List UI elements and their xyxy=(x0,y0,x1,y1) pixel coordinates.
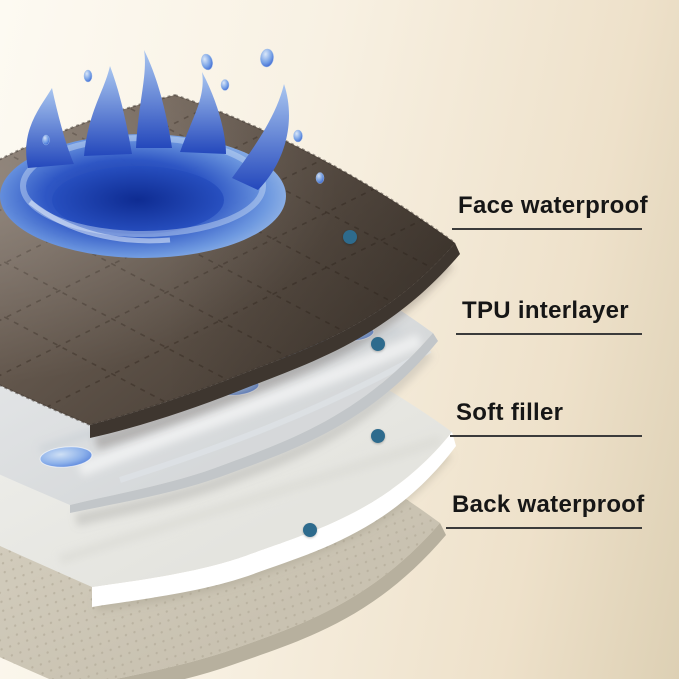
callout-dot-back-waterproof xyxy=(303,523,317,537)
splash-crown xyxy=(26,50,289,190)
callout-face-waterproof: Face waterproof xyxy=(452,192,648,231)
callout-label-soft-filler: Soft filler xyxy=(456,399,564,426)
callout-dot-soft-filler xyxy=(371,429,385,443)
callout-tpu-interlayer: TPU interlayer xyxy=(456,297,642,336)
callout-line-face-waterproof xyxy=(452,228,642,231)
callout-line-back-waterproof xyxy=(446,527,642,530)
callout-dot-face-waterproof xyxy=(343,230,357,244)
water-splash xyxy=(0,48,325,258)
callout-label-back-waterproof: Back waterproof xyxy=(452,491,645,518)
callout-line-tpu-interlayer xyxy=(456,333,642,336)
callout-line-soft-filler xyxy=(450,435,642,438)
callout-label-face-waterproof: Face waterproof xyxy=(458,192,648,219)
callout-label-tpu-interlayer: TPU interlayer xyxy=(462,297,629,324)
callout-dot-tpu-interlayer xyxy=(371,337,385,351)
tpu-shadow-on-filler xyxy=(74,347,433,527)
callout-back-waterproof: Back waterproof xyxy=(446,491,645,530)
callout-soft-filler: Soft filler xyxy=(450,399,642,438)
water-droplets xyxy=(42,48,325,184)
